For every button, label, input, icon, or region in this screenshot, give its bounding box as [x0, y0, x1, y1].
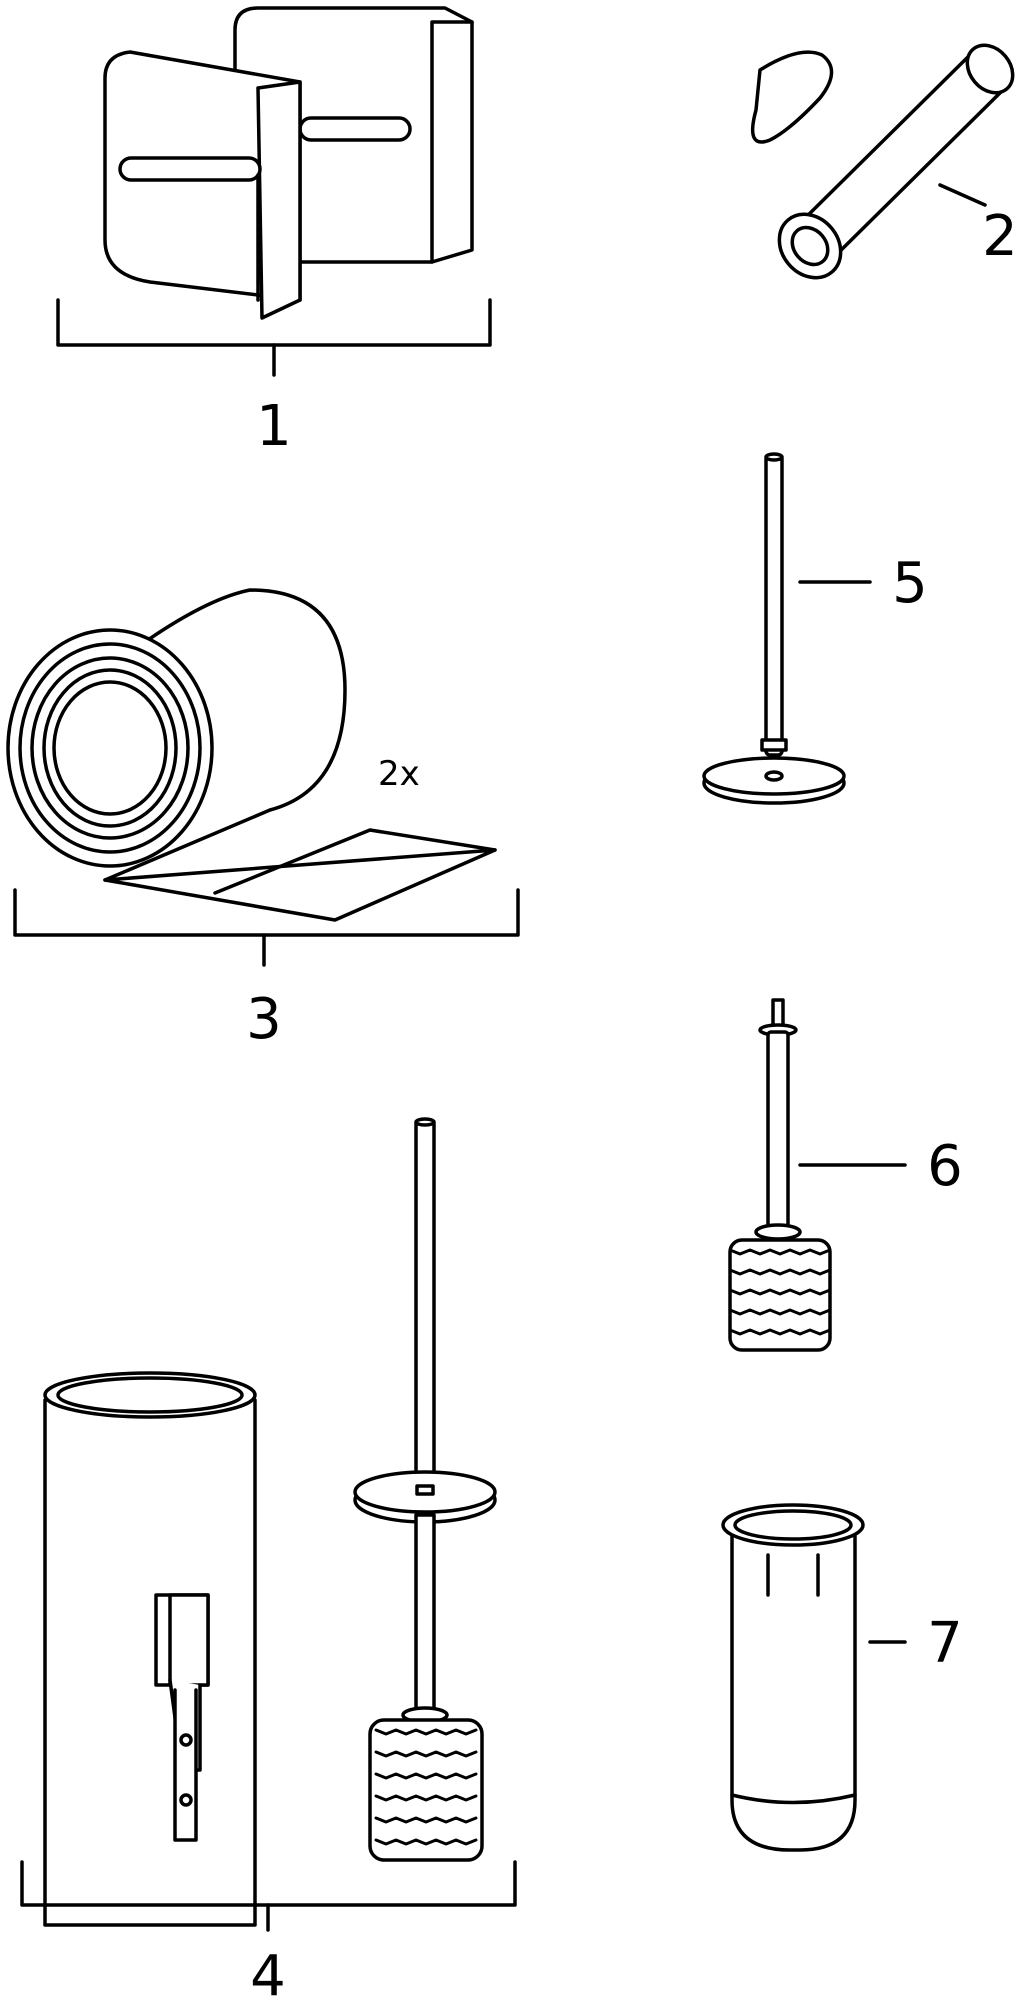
part-7-label: 7: [927, 1611, 963, 1676]
part-1-label: 1: [256, 394, 292, 459]
part-5-lid-rod-icon: [702, 452, 872, 805]
part-3-quantity: 2x: [378, 754, 420, 794]
part-1-wall-bracket-icon: [56, 6, 492, 377]
part-6-brush-head-icon: [728, 998, 907, 1352]
part-4-brush-set-icon: [20, 1117, 517, 1932]
part-2-label: 2: [982, 204, 1018, 269]
part-2-anchor-icon: [751, 43, 1015, 280]
part-4-label: 4: [250, 1944, 286, 2000]
part-7-glass-insert-icon: [721, 1503, 907, 1852]
part-3-label: 3: [246, 987, 282, 1052]
part-3-tape-roll-icon: [6, 588, 520, 967]
part-5-label: 5: [892, 551, 928, 616]
part-6-label: 6: [927, 1134, 963, 1199]
